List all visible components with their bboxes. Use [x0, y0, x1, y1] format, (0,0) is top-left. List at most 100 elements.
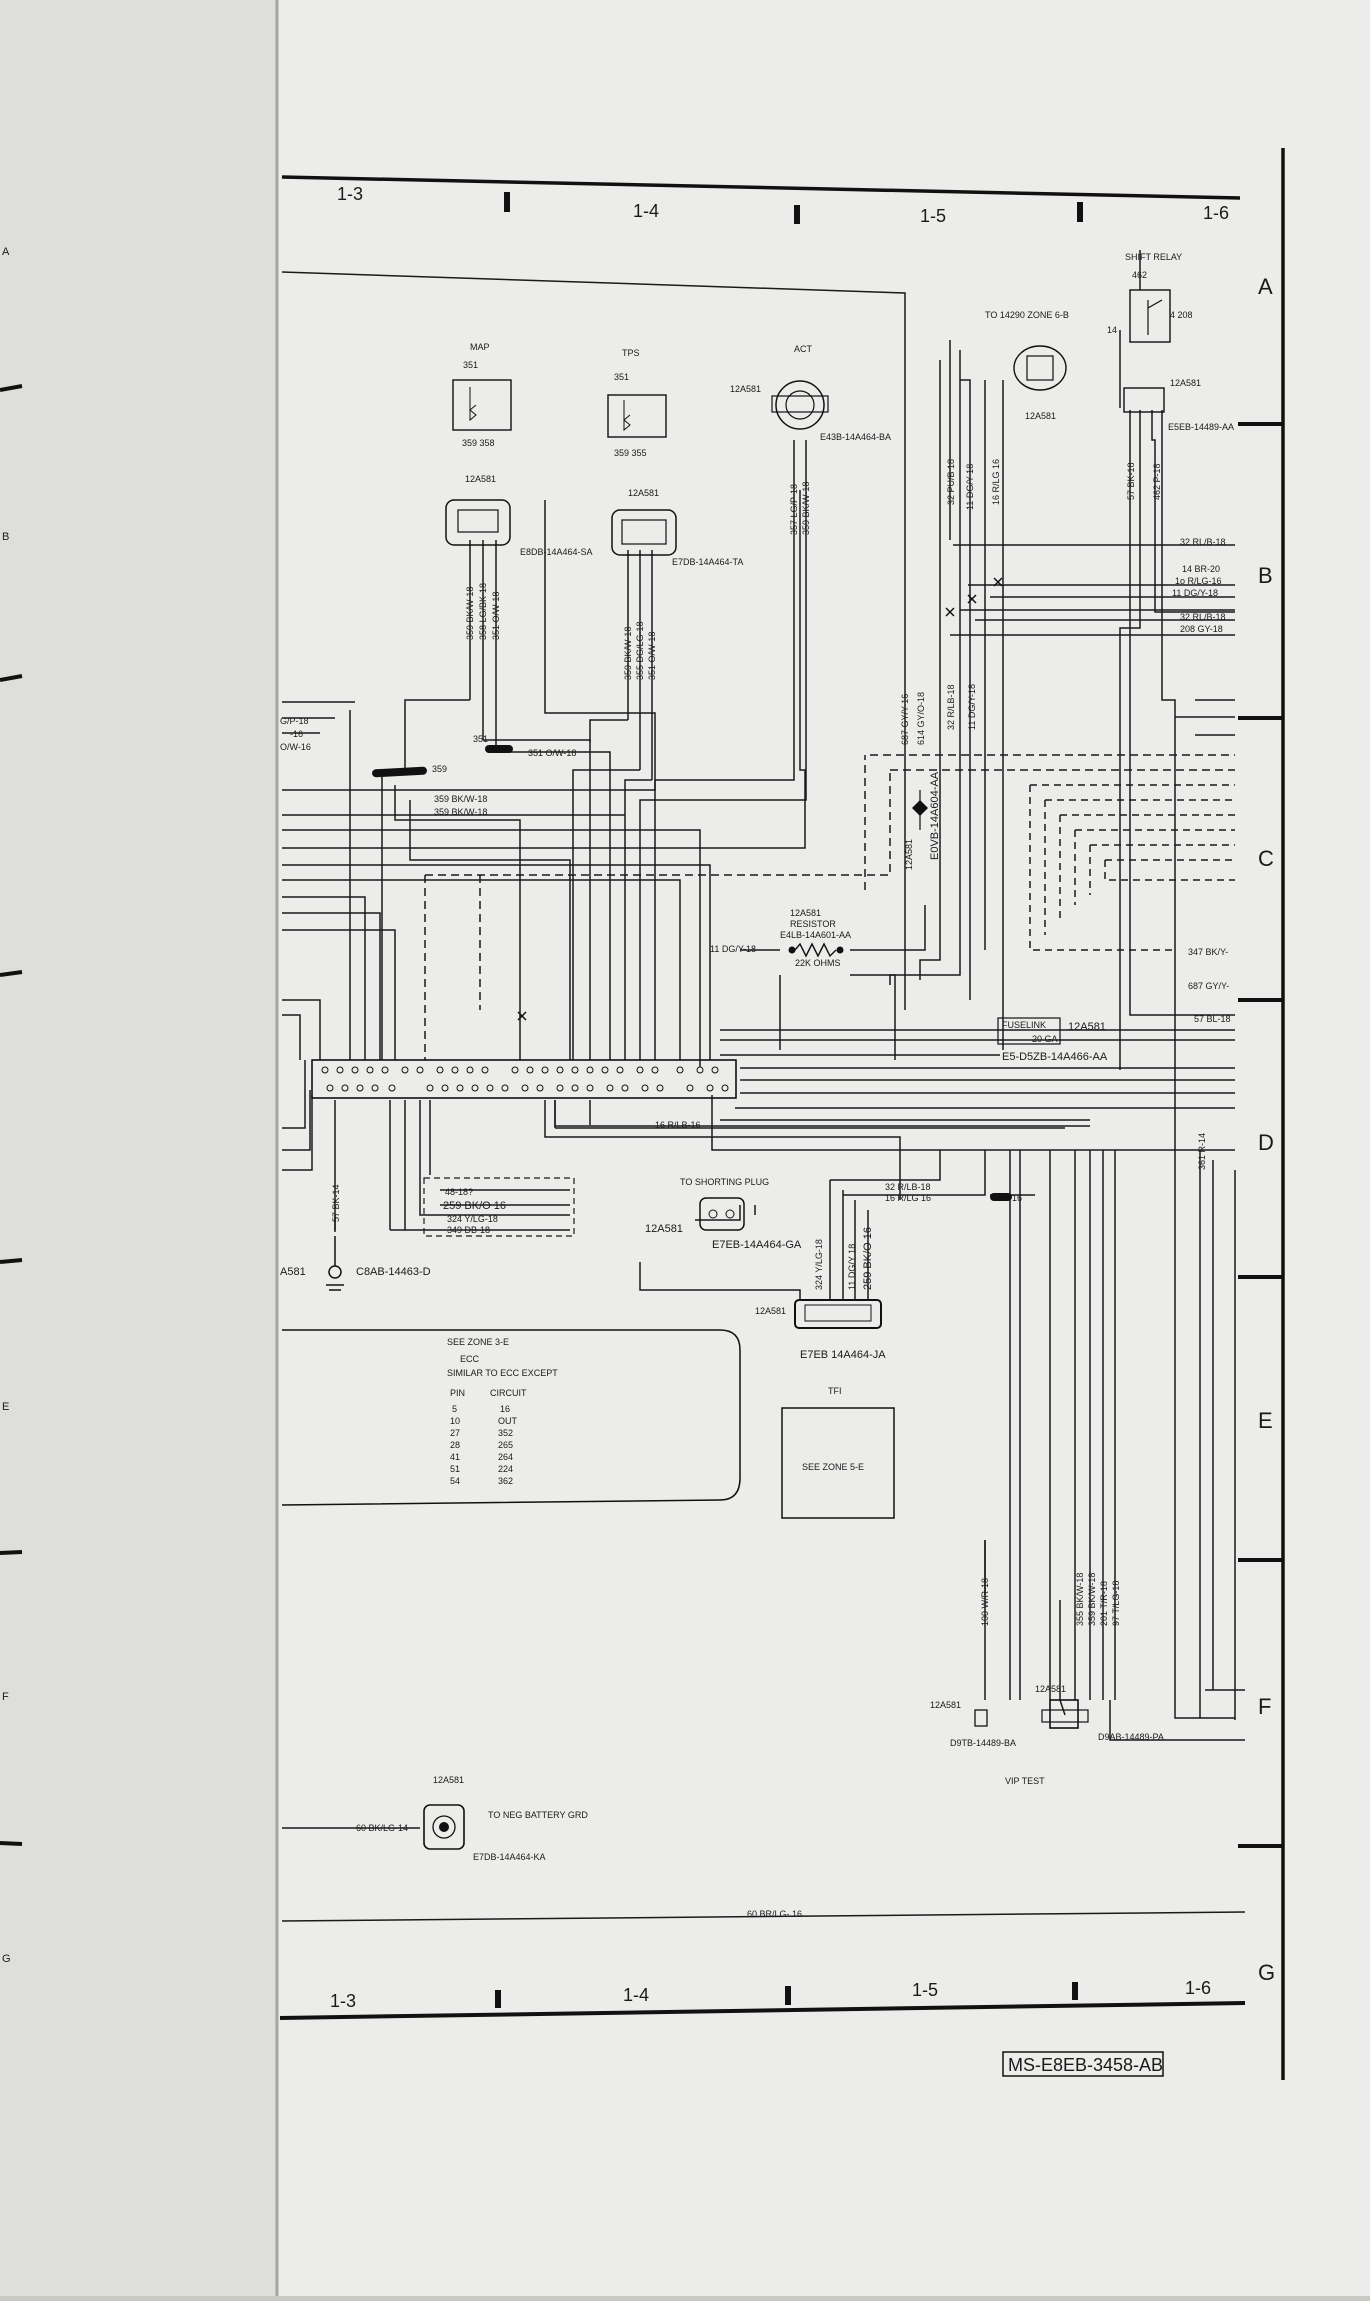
- battery-ref: 12A581: [433, 1775, 464, 1785]
- main-conn-side: 361 R-14: [1197, 1133, 1207, 1170]
- row-label-b: B: [1258, 563, 1273, 588]
- doc-id-box: [1002, 2051, 1164, 2077]
- note-circuit-6: 362: [498, 1476, 513, 1486]
- map-wire-351: 351 O/W-18: [491, 592, 501, 640]
- to-14290-label: TO 14290 ZONE 6-B: [985, 310, 1069, 320]
- note-pin-4: 41: [450, 1452, 460, 1462]
- vip-connector-1: [974, 1709, 988, 1727]
- main-conn-wire-16: 16 R/LG 16: [885, 1193, 931, 1203]
- row-label-g: G: [1258, 1960, 1275, 1985]
- wire-crossings: [517, 577, 1003, 1021]
- col-label-1-6-bottom: 1-6: [1185, 1978, 1211, 1998]
- drawing-border: [279, 148, 1285, 2080]
- shift-relay-wire-right: 4 208: [1170, 310, 1193, 320]
- main-conn-wire-32: 32 R/LB-18: [885, 1182, 931, 1192]
- row-label-a: A: [1258, 274, 1273, 299]
- map-ref: 12A581: [465, 474, 496, 484]
- shift-relay-wire-left: 14: [1107, 325, 1117, 335]
- splice-359-label: 359: [432, 764, 447, 774]
- rlabel-32-rlb-a: 32 RL/B-18: [1180, 537, 1226, 547]
- vip-ref2: 12A581: [1035, 1684, 1066, 1694]
- tps-pins: 359 355: [614, 448, 647, 458]
- note-pin-3: 28: [450, 1440, 460, 1450]
- tr-wire-11dg: 11 DG/Y 18: [965, 464, 975, 510]
- shorting-title: TO SHORTING PLUG: [680, 1177, 769, 1187]
- splice-351-label: 351 O/W-18: [528, 748, 576, 758]
- row-label-c: C: [1258, 846, 1274, 871]
- shorting-plug: [699, 1197, 745, 1231]
- left-row-b: B: [2, 531, 9, 543]
- vip-wire-201: 201 T/R-18: [1099, 1581, 1109, 1626]
- tps-top-wire: 351: [614, 372, 629, 382]
- tr-wire-32r: 32 R/LB-18: [946, 684, 956, 730]
- conn-wire-349: 349 DB-18: [447, 1225, 490, 1235]
- tr-wire-462p: 462 P-18: [1152, 463, 1162, 500]
- row-label-e: E: [1258, 1408, 1273, 1433]
- vip-wire-359: 359 BK/W-18: [1087, 1573, 1097, 1626]
- act-ref: 12A581: [730, 384, 761, 394]
- rlabel-11-dgy: 11 DG/Y-18: [1172, 588, 1218, 598]
- vip-connector-2: [1041, 1699, 1089, 1729]
- note-pin-0: 5: [452, 1404, 457, 1414]
- splice-box: [423, 1177, 575, 1237]
- left-label-gp: G/P-18: [280, 716, 309, 726]
- vip-part2: D9AB-14489-PA: [1098, 1732, 1164, 1742]
- tfi-box: [781, 1407, 895, 1519]
- mid-ref: 12A581: [904, 839, 914, 870]
- right-page: [278, 0, 1370, 2296]
- rlabel-57: 57 BL-18: [1194, 1014, 1231, 1024]
- note-title: SEE ZONE 3-E: [447, 1337, 509, 1347]
- column-ticks-bottom: [495, 1982, 1078, 2008]
- ecc-note-box: [281, 1329, 741, 1506]
- shift-relay-part: E5EB-14489-AA: [1168, 422, 1234, 432]
- left-row-e: E: [2, 1401, 9, 1413]
- ground-ref: A581: [280, 1266, 306, 1278]
- conn-wire-259: 259 BK/O 16: [443, 1200, 506, 1212]
- fuse-label: FUSELINK: [1002, 1020, 1046, 1030]
- vip-wire-97: 97 T/LG-18: [1111, 1581, 1121, 1626]
- left-row-a: A: [2, 246, 10, 258]
- left-label-ow: O/W-16: [280, 742, 311, 752]
- act-part: E43B-14A464-BA: [820, 432, 891, 442]
- splice-351-wire-a: 351: [473, 734, 488, 744]
- conn-wire-48: 48-18?: [445, 1187, 473, 1197]
- doc-id: MS-E8EB-3458-AB: [1008, 2055, 1163, 2075]
- rlabel-10-rlg: 1o R/LG-16: [1175, 576, 1222, 586]
- vip-wire-100: 100 W/R-18: [980, 1578, 990, 1626]
- tps-part: E7DB-14A464-TA: [672, 557, 743, 567]
- shorting-ref: 12A581: [645, 1223, 683, 1235]
- connector-14290-ref: 12A581: [1025, 411, 1056, 421]
- tps-title: TPS: [622, 348, 640, 358]
- note-pin-2: 27: [450, 1428, 460, 1438]
- battery-part: E7DB-14A464-KA: [473, 1852, 546, 1862]
- tps-sensor: [607, 394, 677, 556]
- main-conn-v-324: 324 Y/LG-18: [814, 1239, 824, 1290]
- wire-359-bkw-a: 359 BK/W-18: [434, 794, 487, 804]
- tr-wire-11dg-b: 11 DG/Y-18: [967, 684, 977, 730]
- pcm-connector-block: [311, 1059, 737, 1099]
- main-connector-ja: [794, 1299, 882, 1329]
- tr-wire-57bk: 57 BK-18: [1126, 462, 1136, 500]
- shift-relay: [1123, 289, 1171, 413]
- resistor-value: 22K OHMS: [795, 958, 841, 968]
- ground-part: C8AB-14463-D: [356, 1266, 431, 1278]
- map-sensor: [445, 379, 512, 546]
- tr-wire-687: 687 GY/Y-16: [900, 694, 910, 745]
- ground-wire: 57 BK-14: [331, 1184, 341, 1222]
- col-label-1-3-top: 1-3: [337, 184, 363, 204]
- rlabel-32-rlb-b: 32 RL/B-18: [1180, 612, 1226, 622]
- rlabel-208-gy: 208 GY-18: [1180, 624, 1223, 634]
- note-line1: ECC: [460, 1354, 480, 1364]
- resistor-ref: 12A581: [790, 908, 821, 918]
- col-label-1-4-bottom: 1-4: [623, 1985, 649, 2005]
- main-conn-part: E7EB 14A464-JA: [800, 1349, 886, 1361]
- fuse-ref: 12A581: [1068, 1021, 1106, 1033]
- note-circuit-4: 264: [498, 1452, 513, 1462]
- map-title: MAP: [470, 342, 490, 352]
- left-page-row-marks: [0, 384, 23, 1846]
- main-conn-ref: 12A581: [755, 1306, 786, 1316]
- main-conn-wire-16b: 16: [1012, 1193, 1022, 1203]
- resistor-title: RESISTOR: [790, 919, 836, 929]
- inline-connector: [912, 790, 928, 830]
